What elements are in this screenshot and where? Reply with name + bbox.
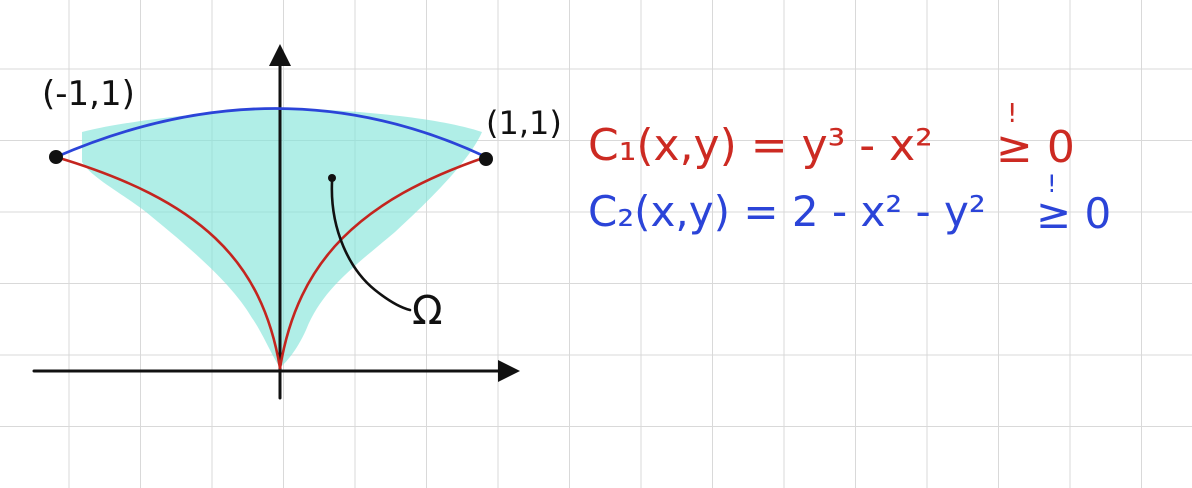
- c2-boundary-arc: [54, 107, 488, 159]
- x-axis-arrowhead: [498, 360, 520, 382]
- c1-boundary-left-curve: [54, 155, 282, 370]
- constraint-c2-exclamation: !: [1047, 170, 1057, 198]
- point-right-dot: [479, 152, 493, 166]
- feasible-region-fill: [82, 108, 482, 368]
- region-pointer-dot: [328, 174, 336, 182]
- constraint-c2-expression: C₂(x,y) = 2 - x² - y²: [588, 187, 986, 236]
- constraint-c1-relation: ≥ 0: [996, 122, 1075, 173]
- point-left-dot: [49, 150, 63, 164]
- y-axis-arrowhead: [269, 44, 291, 66]
- point-right-label: (1,1): [486, 104, 562, 142]
- constraint-c1-exclamation: !: [1007, 99, 1017, 129]
- constraint-c1-expression: C₁(x,y) = y³ - x²: [588, 120, 933, 171]
- constraint-c2-relation: ≥ 0: [1036, 189, 1111, 238]
- region-omega-label: Ω: [412, 288, 443, 334]
- c1-boundary-right-curve: [278, 155, 488, 370]
- point-left-label: (-1,1): [42, 74, 135, 114]
- region-pointer-line: [330, 180, 412, 312]
